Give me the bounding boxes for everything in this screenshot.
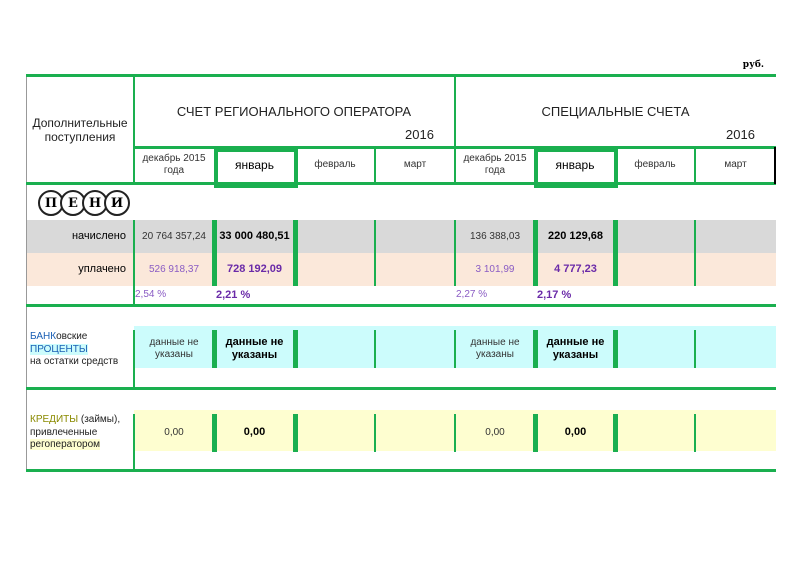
month-header-regional-3: март xyxy=(403,159,427,170)
column-divider xyxy=(533,220,538,286)
month-header-special-0: декабрь 2015 года xyxy=(463,153,527,176)
column-divider xyxy=(374,414,376,452)
month-header-special-3: март xyxy=(724,159,747,170)
paid-cell: 526 918,37 xyxy=(148,263,200,275)
paid-label: уплачено xyxy=(78,262,126,275)
month-header-special-1: январь xyxy=(555,157,595,172)
regional-year: 2016 xyxy=(405,127,434,142)
column-divider xyxy=(533,414,538,452)
column-divider xyxy=(533,330,538,368)
credits-cell: 0,00 xyxy=(243,426,266,439)
column-divider xyxy=(454,220,456,286)
column-divider xyxy=(694,414,696,452)
bank-label: БАНКовские ПРОЦЕНТЫ на остатки средств xyxy=(30,331,119,367)
paid-cell: 4 777,23 xyxy=(554,262,597,275)
jan-highlight-special xyxy=(534,148,618,188)
regional-title: СЧЕТ РЕГИОНАЛЬНОГО ОПЕРАТОРА xyxy=(176,104,412,120)
column-divider xyxy=(694,330,696,368)
accrued-cell: 20 764 357,24 xyxy=(142,230,206,242)
accrued-cell: 33 000 480,51 xyxy=(219,229,290,242)
special-year: 2016 xyxy=(726,127,755,142)
accrued-cell: 136 388,03 xyxy=(469,230,521,242)
credits-cell: 0,00 xyxy=(164,427,184,438)
column-divider xyxy=(374,220,376,286)
special-title: СПЕЦИАЛЬНЫЕ СЧЕТА xyxy=(541,104,690,120)
column-divider xyxy=(374,330,376,368)
column-divider xyxy=(613,220,618,286)
credits-cell: 0,00 xyxy=(564,426,587,439)
column-divider xyxy=(293,330,298,368)
bank-cell: данные не указаны xyxy=(225,335,284,361)
credits-label: КРЕДИТЫ (займы), привлеченные регоперато… xyxy=(30,414,121,450)
paid-cell: 3 101,99 xyxy=(475,263,515,275)
paid-cell: 728 192,09 xyxy=(226,262,283,275)
month-header-regional-1: январь xyxy=(235,157,274,172)
percent-cell: 2,21 % xyxy=(216,289,251,301)
month-header-regional-0: декабрь 2015 года xyxy=(142,153,206,176)
bank-cell: данные не указаны xyxy=(470,337,520,360)
month-header-regional-2: февраль xyxy=(314,159,356,170)
accrued-row-bg xyxy=(26,220,776,253)
jan-highlight-regional xyxy=(214,148,298,188)
column-divider xyxy=(212,220,217,286)
bank-cell: данные не указаны xyxy=(546,335,605,361)
column-divider xyxy=(454,414,456,452)
column-divider xyxy=(613,330,618,368)
column-divider xyxy=(613,414,618,452)
column-divider xyxy=(212,414,217,452)
column-divider xyxy=(293,220,298,286)
unit-label: руб. xyxy=(742,60,764,70)
percent-cell: 2,27 % xyxy=(456,289,488,300)
paid-row-bg xyxy=(26,253,776,286)
row-label-header: Дополнительные поступления xyxy=(32,115,128,144)
percent-cell: 2,17 % xyxy=(537,289,572,301)
accrued-cell: 220 129,68 xyxy=(547,229,604,242)
percent-cell: 2,54 % xyxy=(135,289,167,300)
column-divider xyxy=(454,330,456,368)
column-divider xyxy=(694,220,696,286)
bank-cell: данные не указаны xyxy=(149,337,199,360)
column-divider xyxy=(212,330,217,368)
accrued-label: начислено xyxy=(71,229,126,242)
month-header-special-2: февраль xyxy=(634,159,676,170)
credits-cell: 0,00 xyxy=(485,427,505,438)
column-divider xyxy=(293,414,298,452)
